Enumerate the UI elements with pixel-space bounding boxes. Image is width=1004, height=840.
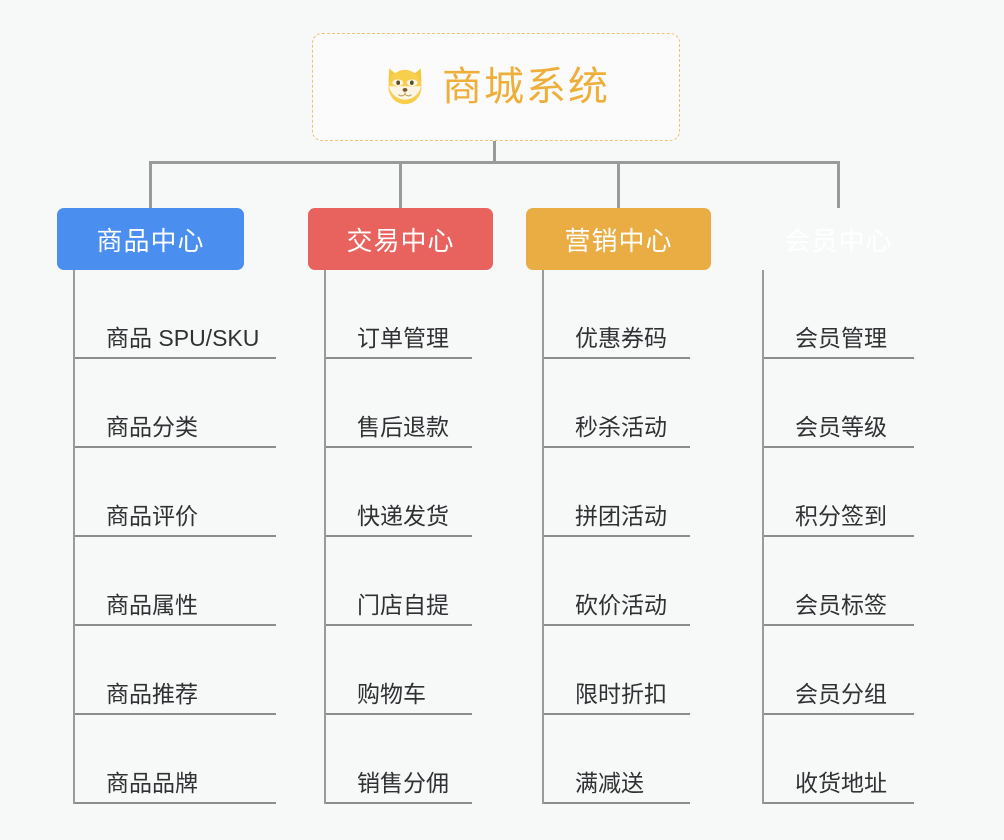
branch-label-1: 交易中心 — [346, 225, 455, 256]
leaf-label: 商品属性 — [106, 591, 198, 618]
branch-label-3: 会员中心 — [784, 225, 893, 256]
root-title: 商城系统 — [442, 65, 610, 109]
leaf-item[interactable]: 会员等级 — [764, 359, 914, 448]
leaf-list-0: 商品 SPU/SKU 商品分类 商品评价 商品属性 商品推荐 商品品牌 — [73, 270, 276, 804]
branch-header-0[interactable]: 商品中心 — [57, 208, 244, 270]
leaf-item[interactable]: 商品 SPU/SKU — [75, 270, 276, 359]
leaf-item[interactable]: 收货地址 — [764, 715, 914, 804]
connector-horizontal-bus — [149, 161, 840, 164]
leaf-label: 会员管理 — [795, 324, 887, 351]
branch-column-1: 交易中心 订单管理 售后退款 快递发货 门店自提 购物车 销售分佣 — [308, 208, 493, 804]
leaf-label: 会员等级 — [795, 413, 887, 440]
branch-header-3[interactable]: 会员中心 — [746, 208, 931, 270]
branch-column-0: 商品中心 商品 SPU/SKU 商品分类 商品评价 商品属性 商品推荐 商品品牌 — [57, 208, 276, 804]
leaf-label: 销售分佣 — [357, 769, 449, 796]
leaf-item[interactable]: 积分签到 — [764, 448, 914, 537]
leaf-label: 收货地址 — [795, 769, 887, 796]
leaf-label: 砍价活动 — [575, 591, 667, 618]
leaf-item[interactable]: 商品品牌 — [75, 715, 276, 804]
leaf-item[interactable]: 订单管理 — [326, 270, 472, 359]
leaf-list-3: 会员管理 会员等级 积分签到 会员标签 会员分组 收货地址 — [762, 270, 914, 804]
leaf-list-1: 订单管理 售后退款 快递发货 门店自提 购物车 销售分佣 — [324, 270, 472, 804]
root-node[interactable]: 商城系统 — [312, 33, 680, 141]
connector-drop-1 — [399, 161, 402, 208]
leaf-label: 秒杀活动 — [575, 413, 667, 440]
leaf-label: 拼团活动 — [575, 502, 667, 529]
branch-header-1[interactable]: 交易中心 — [308, 208, 493, 270]
leaf-item[interactable]: 门店自提 — [326, 537, 472, 626]
branch-header-2[interactable]: 营销中心 — [526, 208, 711, 270]
leaf-item[interactable]: 秒杀活动 — [544, 359, 690, 448]
connector-root-stem — [493, 141, 496, 163]
leaf-label: 商品分类 — [106, 413, 198, 440]
connector-drop-2 — [617, 161, 620, 208]
branch-column-3: 会员中心 会员管理 会员等级 积分签到 会员标签 会员分组 收货地址 — [746, 208, 931, 804]
leaf-item[interactable]: 优惠券码 — [544, 270, 690, 359]
connector-drop-3 — [837, 161, 840, 208]
shiba-dog-face-icon — [388, 68, 422, 105]
leaf-item[interactable]: 满减送 — [544, 715, 690, 804]
connector-drop-0 — [149, 161, 152, 208]
leaf-item[interactable]: 销售分佣 — [326, 715, 472, 804]
leaf-label: 商品品牌 — [106, 769, 198, 796]
leaf-item[interactable]: 砍价活动 — [544, 537, 690, 626]
leaf-item[interactable]: 会员分组 — [764, 626, 914, 715]
leaf-item[interactable]: 快递发货 — [326, 448, 472, 537]
leaf-item[interactable]: 商品属性 — [75, 537, 276, 626]
leaf-label: 限时折扣 — [575, 680, 667, 707]
leaf-item[interactable]: 会员标签 — [764, 537, 914, 626]
branch-label-2: 营销中心 — [564, 225, 673, 256]
leaf-item[interactable]: 售后退款 — [326, 359, 472, 448]
leaf-item[interactable]: 商品推荐 — [75, 626, 276, 715]
leaf-item[interactable]: 拼团活动 — [544, 448, 690, 537]
leaf-label: 商品 SPU/SKU — [106, 324, 260, 351]
leaf-label: 会员分组 — [795, 680, 887, 707]
leaf-item[interactable]: 商品分类 — [75, 359, 276, 448]
leaf-list-2: 优惠券码 秒杀活动 拼团活动 砍价活动 限时折扣 满减送 — [542, 270, 690, 804]
leaf-item[interactable]: 购物车 — [326, 626, 472, 715]
leaf-label: 积分签到 — [795, 502, 887, 529]
leaf-item[interactable]: 商品评价 — [75, 448, 276, 537]
leaf-label: 商品评价 — [106, 502, 198, 529]
leaf-item[interactable]: 会员管理 — [764, 270, 914, 359]
leaf-label: 商品推荐 — [106, 680, 198, 707]
leaf-label: 满减送 — [575, 769, 644, 796]
leaf-label: 订单管理 — [357, 324, 449, 351]
branch-column-2: 营销中心 优惠券码 秒杀活动 拼团活动 砍价活动 限时折扣 满减送 — [526, 208, 711, 804]
leaf-label: 购物车 — [357, 680, 426, 707]
branch-label-0: 商品中心 — [96, 225, 205, 256]
leaf-label: 快递发货 — [357, 502, 449, 529]
leaf-label: 优惠券码 — [575, 324, 667, 351]
leaf-item[interactable]: 限时折扣 — [544, 626, 690, 715]
leaf-label: 门店自提 — [357, 591, 449, 618]
leaf-label: 售后退款 — [357, 413, 449, 440]
leaf-label: 会员标签 — [795, 591, 887, 618]
